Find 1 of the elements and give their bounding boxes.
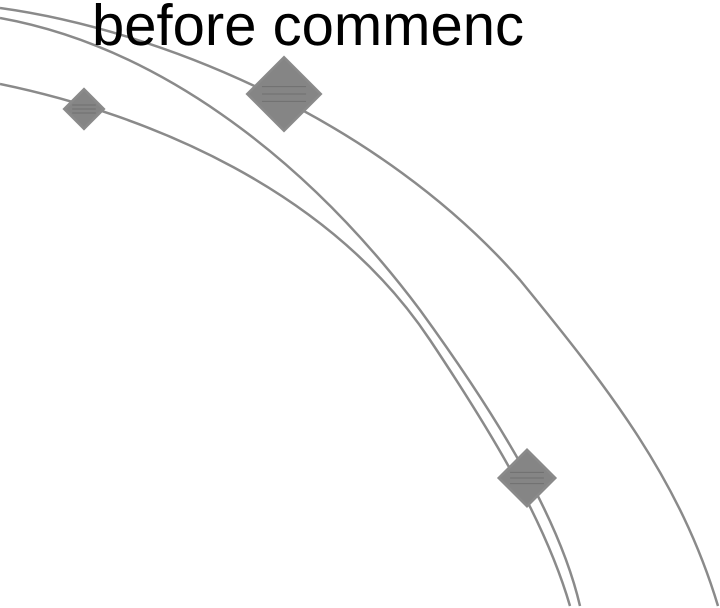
heading-text: before commenc xyxy=(92,0,524,58)
